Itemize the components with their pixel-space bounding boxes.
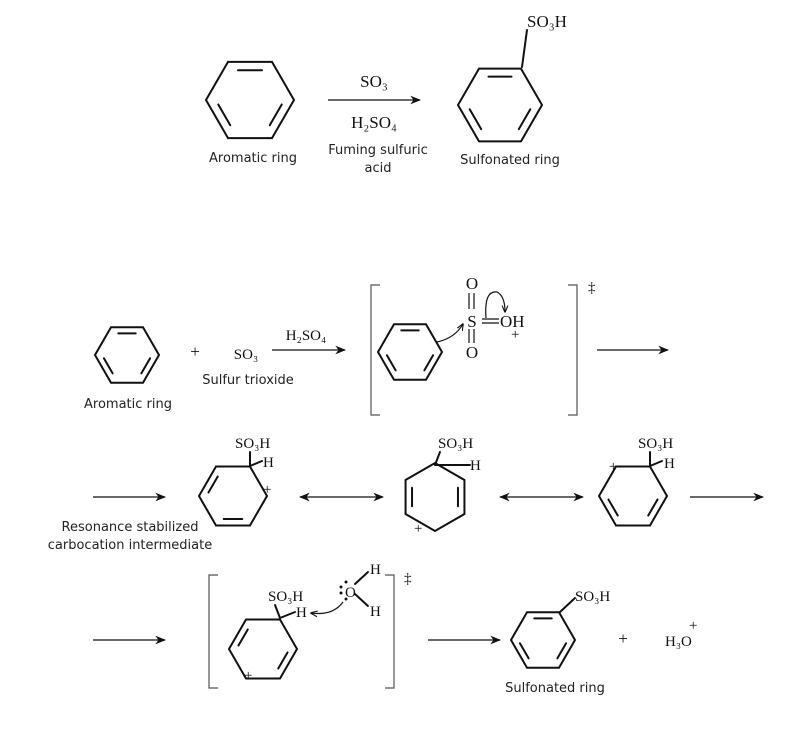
curved-arrow bbox=[436, 324, 463, 343]
carbocation-ring bbox=[227, 618, 299, 680]
so3h-group: SO₃H bbox=[268, 589, 303, 605]
mechanism-step1: + SO₃ Sulfur trioxide Aromatic ring H₂SO… bbox=[84, 274, 670, 416]
product-group: SO₃H bbox=[575, 589, 610, 605]
benzene-ring bbox=[93, 326, 161, 384]
right-bracket bbox=[568, 284, 578, 416]
so3h-group: SO₃H bbox=[235, 436, 270, 452]
transition-state-mark: ‡ bbox=[588, 280, 596, 296]
positive-charge: + bbox=[263, 482, 271, 498]
rings-layer bbox=[93, 60, 669, 680]
product-label: Sulfonated ring bbox=[505, 681, 605, 696]
condition-line1: Fuming sulfuric bbox=[328, 143, 427, 158]
positive-charge: + bbox=[609, 459, 617, 475]
benzene-ring bbox=[204, 60, 296, 140]
curved-arrow bbox=[311, 601, 344, 614]
so3-reagent: SO₃ bbox=[234, 347, 258, 363]
reagent-below: H₂SO₄ bbox=[351, 113, 397, 132]
catalyst: H₂SO₄ bbox=[286, 328, 326, 344]
sulfonated-benzene-ring bbox=[509, 611, 577, 669]
hydronium: H₃O bbox=[665, 634, 692, 650]
sulfonated-benzene-ring bbox=[456, 67, 544, 143]
so3h-group: SO₃H bbox=[438, 436, 473, 452]
water-hydrogen: H bbox=[370, 604, 381, 620]
sulfur-trioxide-label: Sulfur trioxide bbox=[202, 373, 294, 388]
lone-pair bbox=[339, 580, 348, 601]
plus-sign: + bbox=[618, 629, 628, 648]
hydrogen: H bbox=[470, 458, 481, 474]
oxygen-bottom: O bbox=[466, 343, 478, 362]
left-bracket bbox=[370, 284, 380, 416]
hydroxyl: OH bbox=[500, 312, 525, 331]
benzene-ring bbox=[376, 323, 444, 381]
substituent-bond bbox=[521, 29, 528, 68]
right-bracket bbox=[385, 574, 395, 689]
positive-charge: + bbox=[511, 327, 519, 343]
sulfur-atom: S bbox=[467, 312, 476, 331]
oxygen-top: O bbox=[466, 274, 478, 293]
product-group: SO₃H bbox=[527, 12, 567, 31]
mechanism-step3: ‡ SO₃H H + O H H SO₃H + H₃O + Sulfonated… bbox=[93, 562, 697, 696]
condition-line2: acid bbox=[365, 161, 392, 176]
product-label: Sulfonated ring bbox=[460, 153, 560, 168]
carbocation-ring bbox=[404, 461, 466, 533]
so3h-group: SO₃H bbox=[638, 436, 673, 452]
resonance-label-line2: carbocation intermediate bbox=[48, 538, 212, 553]
plus-sign: + bbox=[190, 342, 200, 361]
mechanism-step2: Resonance stabilized carbocation interme… bbox=[48, 436, 765, 553]
hydrogen: H bbox=[296, 605, 307, 621]
positive-charge: + bbox=[244, 668, 252, 684]
transition-state-mark: ‡ bbox=[404, 571, 412, 587]
hydronium-charge: + bbox=[689, 618, 697, 634]
reagent-above: SO₃ bbox=[360, 72, 388, 91]
hydrogen: H bbox=[664, 456, 675, 472]
positive-charge: + bbox=[414, 521, 422, 537]
water-hydrogen: H bbox=[370, 562, 381, 578]
carbocation-ring bbox=[597, 465, 669, 527]
aromatic-ring-label: Aromatic ring bbox=[84, 397, 172, 412]
hydrogen: H bbox=[263, 455, 274, 471]
double-bonds bbox=[468, 293, 499, 343]
resonance-label-line1: Resonance stabilized bbox=[62, 520, 199, 535]
carbocation-ring bbox=[197, 465, 269, 527]
left-bracket bbox=[208, 574, 218, 689]
top-reaction: SO₃H SO₃ H₂SO₄ Aromatic ring Fuming sulf… bbox=[209, 12, 567, 176]
water-oxygen: O bbox=[345, 585, 356, 601]
curved-arrow bbox=[485, 291, 505, 319]
reactant-label: Aromatic ring bbox=[209, 151, 297, 166]
